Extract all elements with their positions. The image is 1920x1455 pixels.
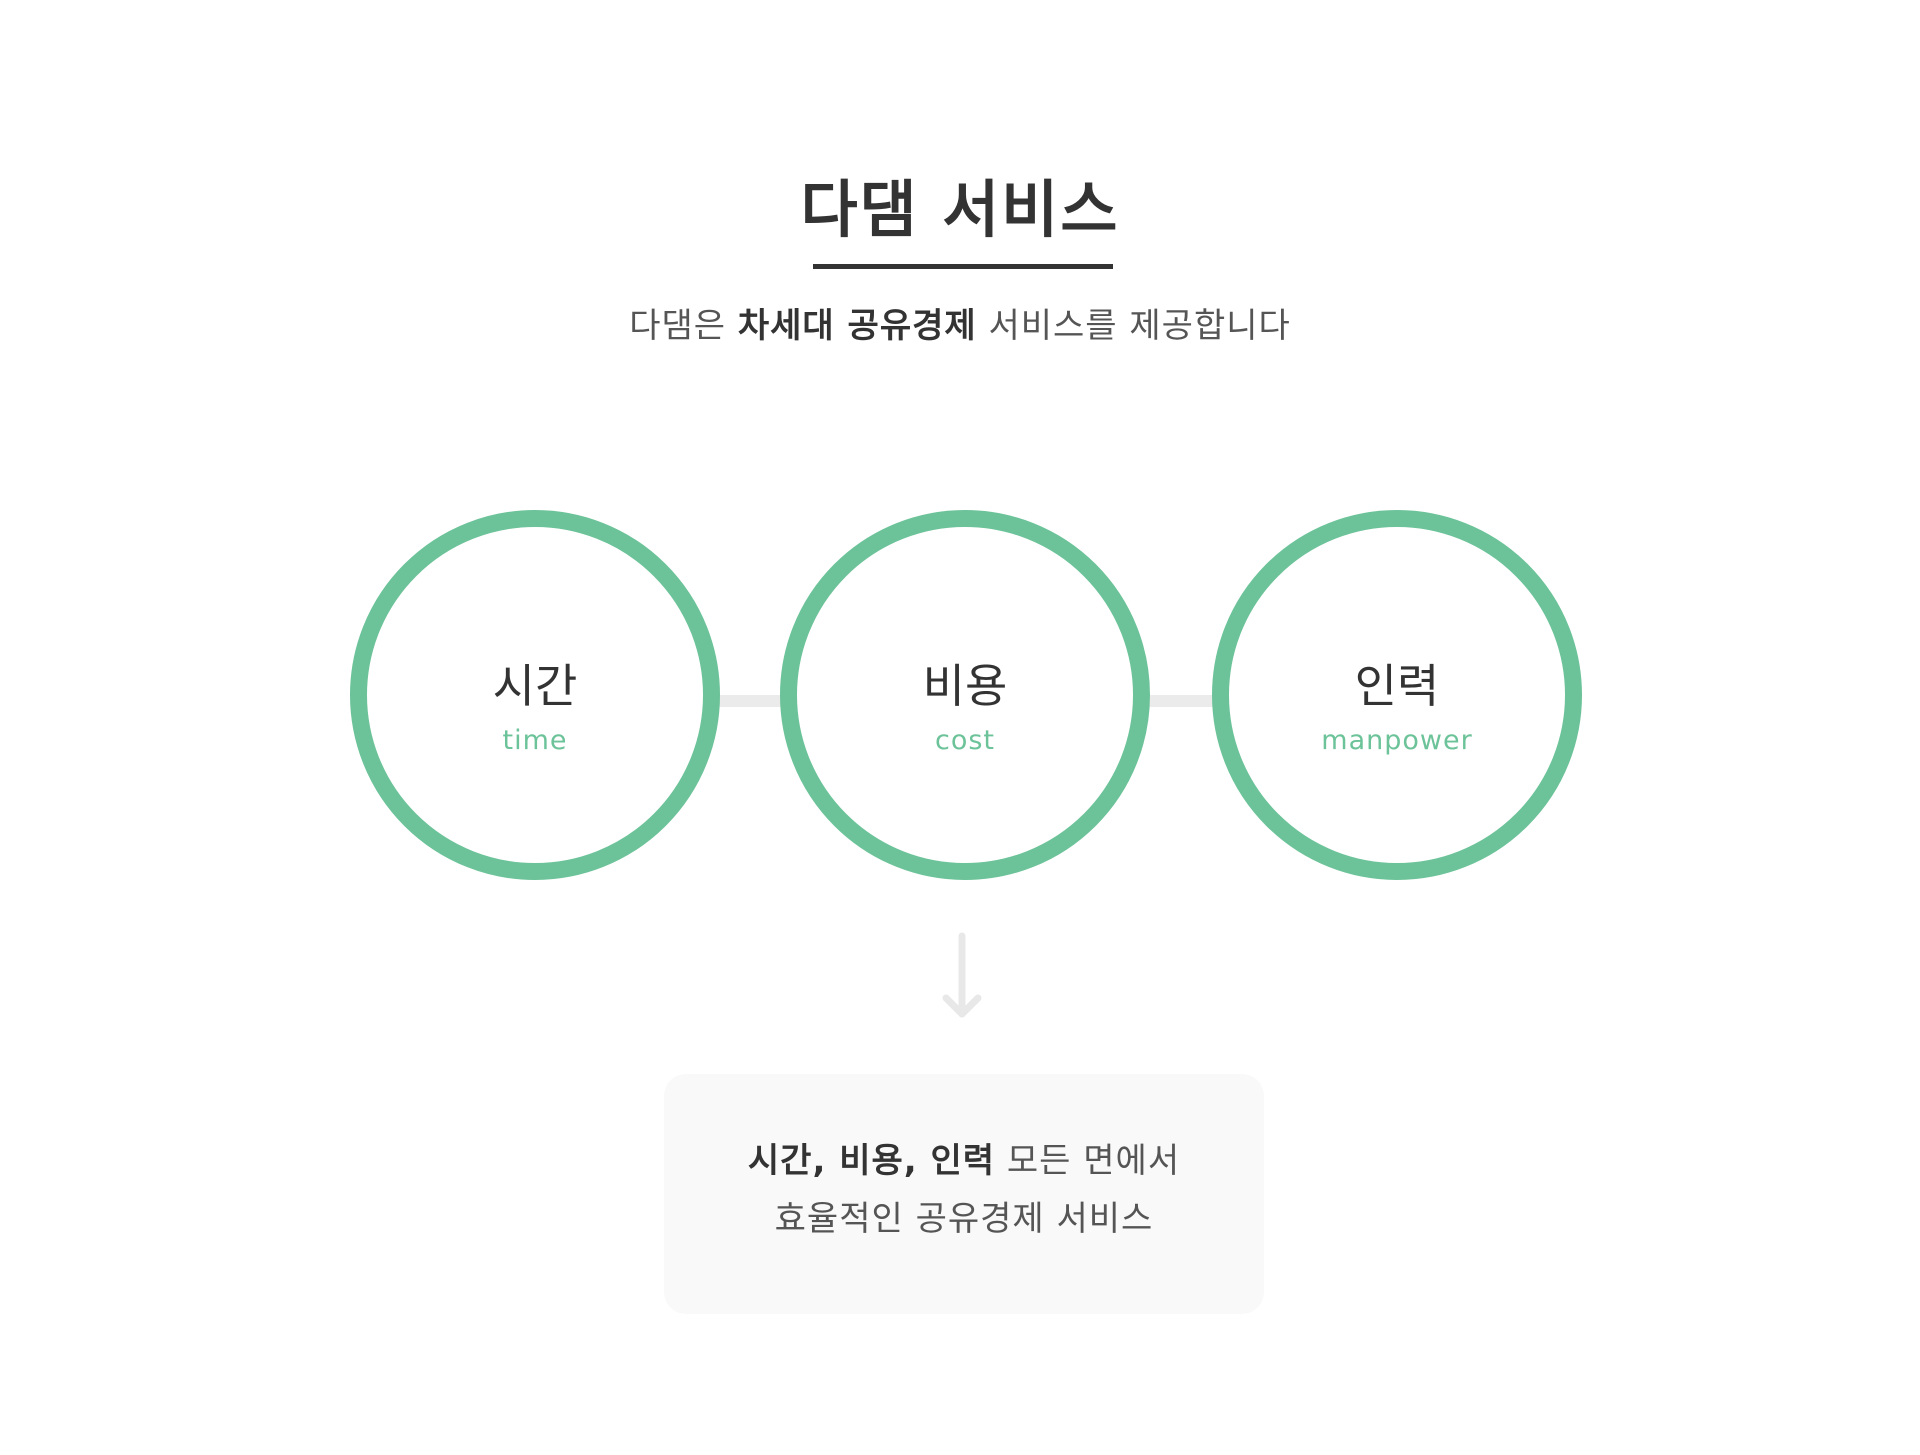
circle-label-ko: 인력 xyxy=(1354,659,1440,713)
circle-label-en: time xyxy=(502,725,568,756)
summary-line-1: 시간, 비용, 인력 모든 면에서 xyxy=(664,1138,1264,1184)
summary-line-1-rest: 모든 면에서 xyxy=(995,1141,1181,1181)
summary-box: 시간, 비용, 인력 모든 면에서 효율적인 공유경제 서비스 xyxy=(664,1074,1264,1314)
circle-manpower: 인력 manpower xyxy=(1212,510,1582,880)
subtitle: 다댐은 차세대 공유경제 서비스를 제공합니다 xyxy=(0,303,1920,349)
page-title: 다댐 서비스 xyxy=(800,173,1120,246)
circle-label-ko: 비용 xyxy=(922,659,1008,713)
subtitle-post: 서비스를 제공합니다 xyxy=(976,306,1291,346)
circle-time: 시간 time xyxy=(350,510,720,880)
title-underline xyxy=(813,264,1113,269)
circle-cost: 비용 cost xyxy=(780,510,1150,880)
summary-line-1-bold: 시간, 비용, 인력 xyxy=(747,1141,996,1181)
circle-label-en: manpower xyxy=(1321,725,1473,756)
arrow-down-icon xyxy=(942,932,982,1018)
circle-label-ko: 시간 xyxy=(492,659,578,713)
subtitle-pre: 다댐은 xyxy=(629,306,738,346)
circle-label-en: cost xyxy=(934,725,996,756)
summary-line-2: 효율적인 공유경제 서비스 xyxy=(774,1199,1154,1239)
subtitle-bold: 차세대 공유경제 xyxy=(737,306,977,346)
